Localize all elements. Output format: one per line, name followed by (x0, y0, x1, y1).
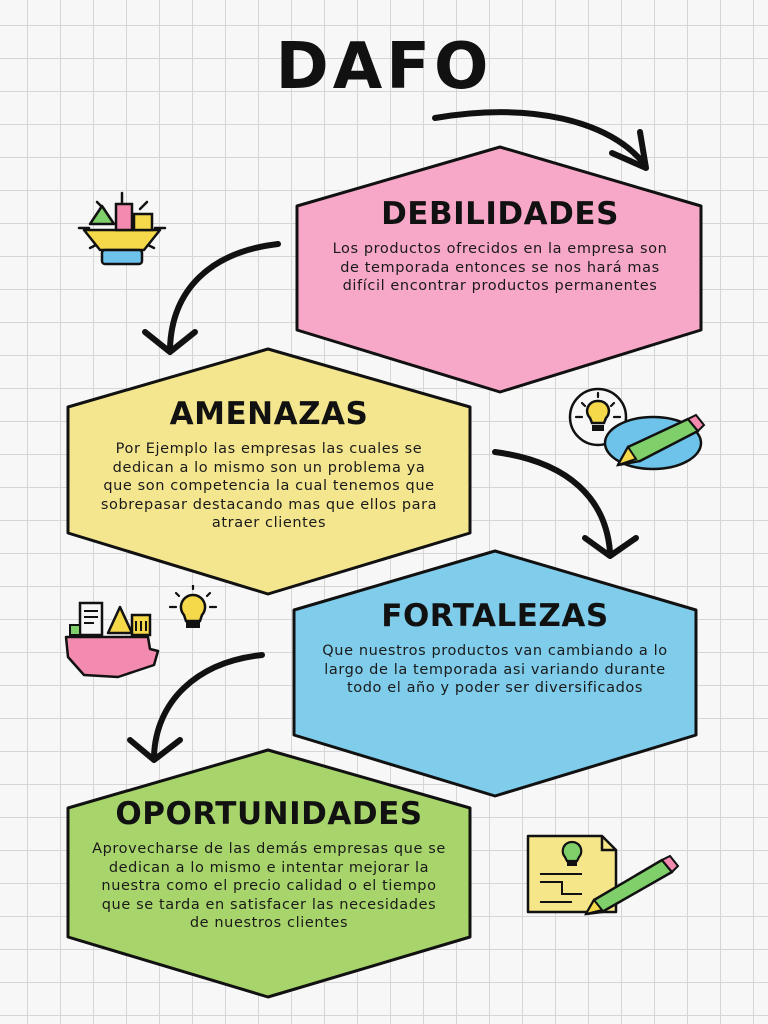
lightbulb-pencil-icon (568, 387, 706, 471)
card-body-amenazas: Por Ejemplo las empresas las cuales se d… (100, 441, 438, 531)
card-heading-amenazas: AMENAZAS (169, 396, 369, 432)
card-heading-oportunidades: OPORTUNIDADES (115, 796, 423, 832)
card-fortalezas: FORTALEZAS Que nuestros productos van ca… (308, 598, 682, 698)
hexagon-amenazas-shape (66, 347, 472, 596)
lightbulb-toolbox-icon (77, 191, 167, 266)
card-body-fortalezas: Que nuestros productos van cambiando a l… (322, 643, 668, 696)
hexagon-debilidades-shape (295, 145, 703, 394)
card-heading-debilidades: DEBILIDADES (381, 196, 619, 232)
card-debilidades: DEBILIDADES Los productos ofrecidos en l… (312, 196, 688, 296)
document-pencil-icon (526, 834, 680, 916)
hexagon-oportunidades-shape (66, 748, 472, 999)
page-title: DAFO (275, 30, 493, 104)
card-oportunidades: OPORTUNIDADES Aprovecharse de las demás … (78, 796, 460, 933)
card-amenazas: AMENAZAS Por Ejemplo las empresas las cu… (84, 396, 454, 533)
card-body-oportunidades: Aprovecharse de las demás empresas que s… (92, 841, 446, 931)
card-body-debilidades: Los productos ofrecidos en la empresa so… (332, 241, 668, 294)
toolbox-lightbulb-icon (64, 585, 218, 679)
arrow-to-amenazas (142, 241, 281, 355)
arrow-to-debilidades (432, 109, 649, 171)
hexagon-fortalezas-shape (292, 549, 698, 798)
arrow-to-oportunidades (127, 652, 265, 763)
card-heading-fortalezas: FORTALEZAS (381, 598, 609, 634)
arrow-to-fortalezas (492, 449, 639, 559)
